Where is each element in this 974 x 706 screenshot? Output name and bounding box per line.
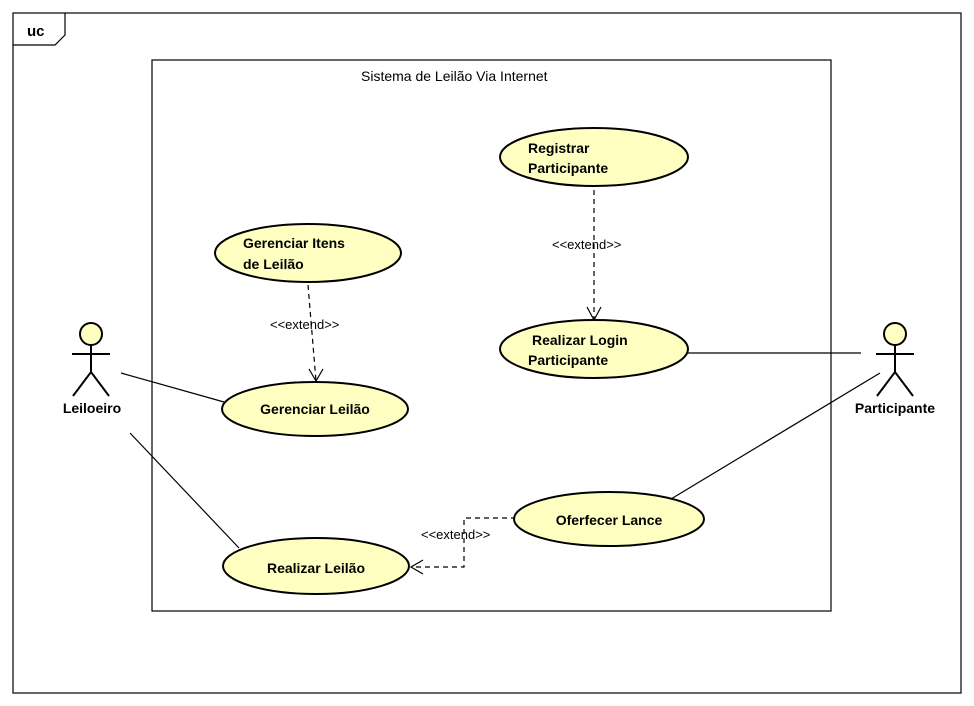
system-boundary — [151, 59, 832, 612]
actor-participante[interactable]: Participante — [855, 322, 935, 416]
use-case-realizar-login[interactable]: Realizar Login Participante — [499, 319, 689, 379]
actor-head — [883, 322, 907, 346]
use-case-label-line1: Realizar Login — [532, 332, 628, 348]
use-case-label-line2: de Leilão — [243, 256, 304, 272]
use-case-label: Gerenciar Leilão — [260, 401, 370, 417]
use-case-ellipse — [222, 537, 410, 595]
extend-arrowhead-lance — [409, 559, 424, 575]
extend-arrowhead-itens — [308, 368, 324, 383]
actor-label: Leiloeiro — [63, 400, 121, 416]
actor-head — [79, 322, 103, 346]
use-case-oferecer-lance[interactable]: Oferfecer Lance — [513, 491, 705, 547]
use-case-label: Oferfecer Lance — [556, 512, 663, 528]
use-case-label-line2: Participante — [528, 352, 608, 368]
use-case-label: Realizar Leilão — [267, 560, 365, 576]
actor-leiloeiro[interactable]: Leiloeiro — [63, 322, 121, 416]
extend-line-lance — [411, 517, 516, 568]
actor-legs — [72, 370, 110, 397]
assoc-leiloeiro-realizar-leilao — [129, 432, 240, 549]
use-case-label-line2: Participante — [528, 160, 608, 176]
use-case-label-line1: Gerenciar Itens — [243, 235, 345, 251]
extend-line-itens — [307, 284, 317, 382]
use-case-ellipse — [513, 491, 705, 547]
extend-label-itens: <<extend>> — [270, 317, 339, 332]
use-case-ellipse — [221, 381, 409, 437]
actor-label: Participante — [855, 400, 935, 416]
use-case-registrar-participante[interactable]: Registrar Participante — [499, 127, 689, 187]
use-case-ellipse — [499, 319, 689, 379]
use-case-gerenciar-itens[interactable]: Gerenciar Itens de Leilão — [214, 223, 402, 283]
diagram-frame — [12, 12, 962, 694]
frame-label: uc — [27, 23, 45, 40]
assoc-participante-lance — [665, 372, 881, 503]
use-case-realizar-leilao[interactable]: Realizar Leilão — [222, 537, 410, 595]
assoc-leiloeiro-gerenciar-leilao — [120, 372, 225, 403]
use-case-ellipse — [214, 223, 402, 283]
extend-label-registrar: <<extend>> — [552, 237, 621, 252]
system-title: Sistema de Leilão Via Internet — [361, 68, 548, 84]
extend-label-lance: <<extend>> — [421, 527, 490, 542]
frame-tab — [13, 13, 66, 46]
use-case-label-line1: Registrar — [528, 140, 590, 156]
use-case-ellipse — [499, 127, 689, 187]
actor-legs — [876, 370, 914, 397]
use-case-gerenciar-leilao[interactable]: Gerenciar Leilão — [221, 381, 409, 437]
